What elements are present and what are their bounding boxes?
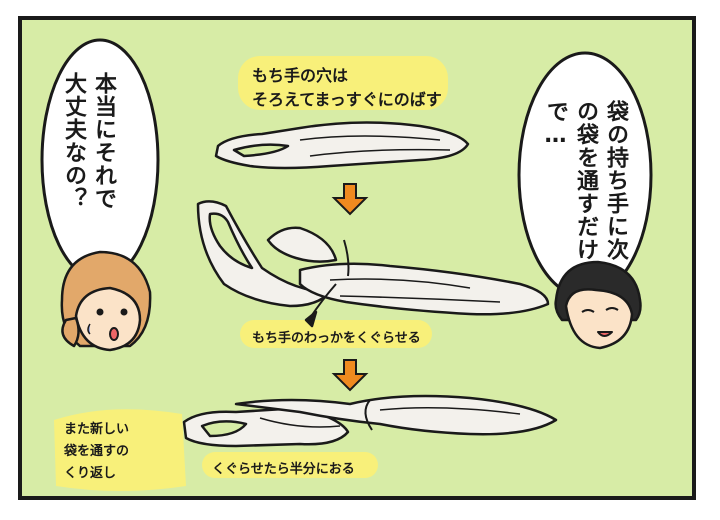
side-note-line-2: 袋を通すの <box>64 444 130 459</box>
highlight-side-note <box>54 409 186 491</box>
speech-bubble-left-text: 本当にそれで大丈夫なの？ <box>61 72 116 210</box>
woman-avatar <box>60 250 152 352</box>
caption-middle: もち手のわっかをくぐらせる <box>252 331 421 346</box>
arrow-down-2 <box>331 359 369 392</box>
speech-bubble-right-text: 袋の持ち手に次の袋を通すだけで… <box>543 100 628 261</box>
highlight-top <box>238 56 448 110</box>
side-note-line-3: くり返し <box>64 466 117 481</box>
side-note-line-1: また新しい <box>64 422 130 437</box>
highlight-bottom <box>202 452 378 478</box>
caption-bottom: くぐらせたら半分におる <box>212 462 355 477</box>
bag-step-1 <box>214 121 470 170</box>
bag-step-2 <box>196 200 550 328</box>
caption-top-line-1: もち手の穴は <box>252 66 349 85</box>
highlight-middle <box>240 320 432 348</box>
bag-step-3 <box>182 394 558 448</box>
arrow-down-1 <box>331 183 369 216</box>
man-avatar <box>554 260 642 350</box>
caption-top-line-2: そろえてまっすぐにのばす <box>252 90 442 109</box>
